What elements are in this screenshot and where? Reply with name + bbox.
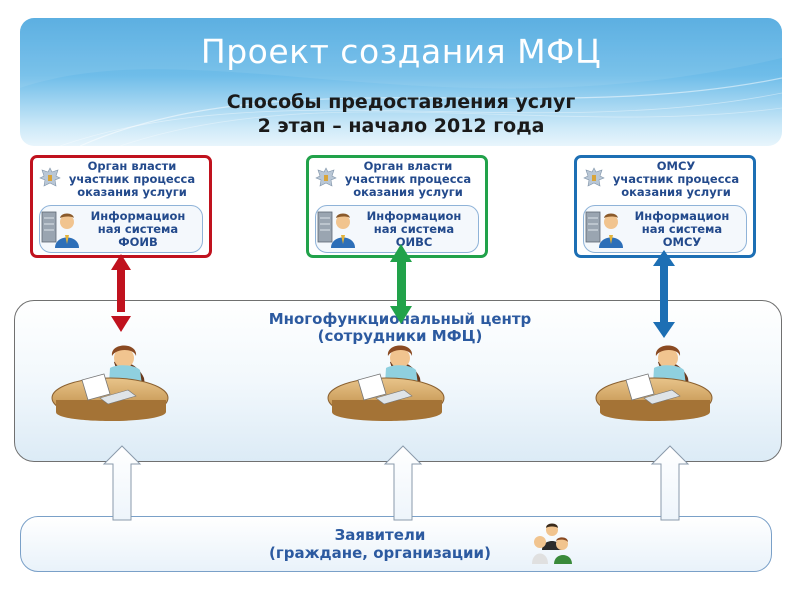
org-header-line: участник процесса [612, 172, 740, 186]
info-system-line: ОМСУ [662, 235, 702, 249]
org-header-line: Орган власти [363, 159, 453, 173]
banner-swoosh [20, 18, 782, 146]
org-box-foiv: Орган власти участник процесса оказания … [30, 155, 212, 258]
eagle-emblem-icon [39, 167, 61, 187]
eagle-emblem-icon [583, 167, 605, 187]
org-header: Орган власти участник процесса оказания … [59, 160, 205, 199]
subtitle-line-1: Способы предоставления услуг [226, 91, 576, 113]
mfc-center-title: Многофункциональный центр (сотрудники МФ… [210, 311, 590, 345]
org-header-line: оказания услуги [353, 185, 463, 199]
info-system-line: ная система [97, 222, 179, 236]
server-user-icon [585, 211, 623, 248]
applicants-title: Заявители (граждане, организации) [230, 526, 530, 562]
mfc-title-line: (сотрудники МФЦ) [317, 327, 483, 345]
server-user-icon [317, 211, 355, 248]
info-system-label: Информацион ная система ФОИВ [80, 210, 196, 249]
info-system-line: ная система [373, 222, 455, 236]
info-system-line: Информацион [634, 209, 730, 223]
info-system-line: Информацион [366, 209, 462, 223]
info-system-label: Информацион ная система ОИВС [356, 210, 472, 249]
info-system-box: Информацион ная система ОМСУ [583, 205, 747, 253]
server-user-icon [41, 211, 79, 248]
applicants-line: (граждане, организации) [269, 544, 491, 562]
info-system-label: Информацион ная система ОМСУ [624, 210, 740, 249]
org-header-line: участник процесса [68, 172, 196, 186]
info-system-line: ОИВС [395, 235, 433, 249]
info-system-box: Информацион ная система ФОИВ [39, 205, 203, 253]
eagle-emblem-icon [315, 167, 337, 187]
org-header: Орган власти участник процесса оказания … [335, 160, 481, 199]
page-title: Проект создания МФЦ [200, 32, 602, 71]
org-header: ОМСУ участник процесса оказания услуги [603, 160, 749, 199]
page-subtitle: Способы предоставления услуг 2 этап – на… [20, 90, 782, 138]
info-system-line: Информацион [90, 209, 186, 223]
applicants-box [20, 516, 772, 572]
org-header-line: участник процесса [344, 172, 472, 186]
info-system-line: ная система [641, 222, 723, 236]
org-header-line: ОМСУ [656, 159, 696, 173]
info-system-line: ФОИВ [118, 235, 158, 249]
org-box-oivs: Орган власти участник процесса оказания … [306, 155, 488, 258]
org-header-line: оказания услуги [77, 185, 187, 199]
header-banner: Проект создания МФЦ Способы предоставлен… [20, 18, 782, 146]
org-header-line: Орган власти [87, 159, 177, 173]
org-header-line: оказания услуги [621, 185, 731, 199]
org-box-omsu: ОМСУ участник процесса оказания услуги И… [574, 155, 756, 258]
applicants-line: Заявители [334, 526, 426, 544]
mfc-title-line: Многофункциональный центр [268, 310, 532, 328]
subtitle-line-2: 2 этап – начало 2012 года [257, 115, 545, 137]
info-system-box: Информацион ная система ОИВС [315, 205, 479, 253]
